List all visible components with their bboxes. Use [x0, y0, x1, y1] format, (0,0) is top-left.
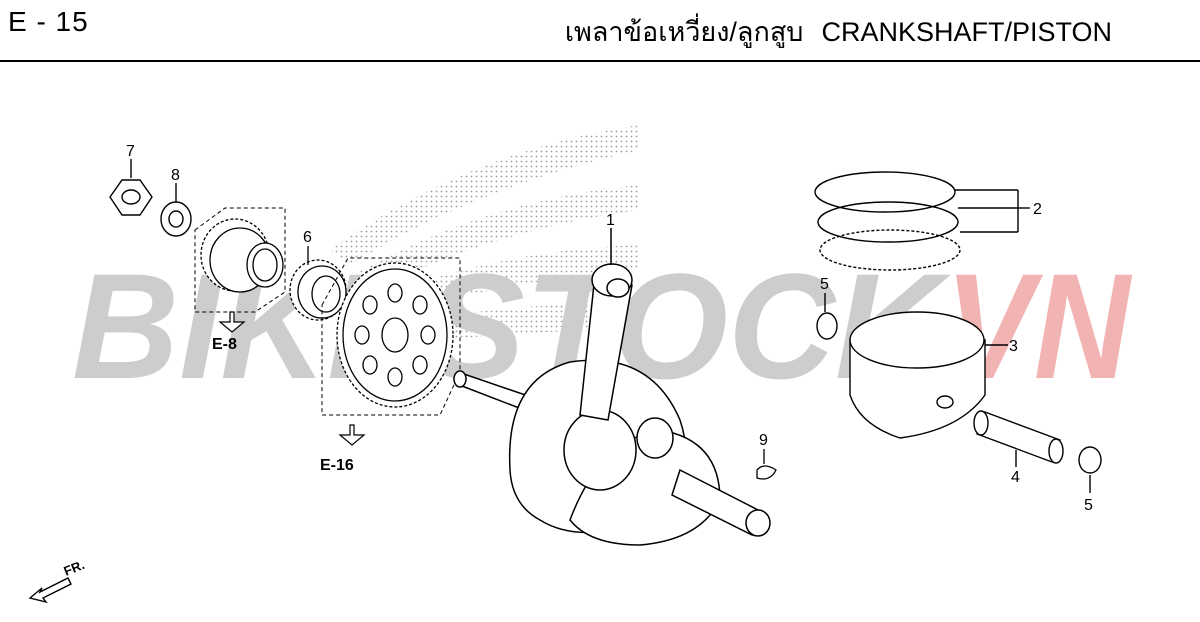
- callout-2: 2: [1033, 201, 1042, 218]
- page-title-thai: เพลาข้อเหวี่ยง/ลูกสูบ: [564, 17, 804, 47]
- front-indicator: FR.: [28, 557, 87, 604]
- clip-left-part: [816, 293, 838, 340]
- piston-rings-part: [814, 171, 1030, 271]
- page-code: E - 15: [8, 6, 89, 37]
- callout-6: 6: [303, 229, 312, 246]
- header: E - 15 เพลาข้อเหวี่ยง/ลูกสูบ CRANKSHAFT/P…: [0, 0, 1200, 60]
- woodruff-key-part: [756, 449, 777, 480]
- callout-5-left: 5: [820, 276, 829, 293]
- crankshaft-part: [453, 228, 771, 546]
- callout-1: 1: [606, 212, 615, 229]
- header-divider: [0, 60, 1200, 62]
- timing-gear-assembly: E-8: [194, 207, 286, 353]
- front-indicator-label: FR.: [62, 557, 87, 579]
- page-title: เพลาข้อเหวี่ยง/ลูกสูบ CRANKSHAFT/PISTON: [547, 10, 1112, 53]
- callout-8: 8: [171, 167, 180, 184]
- parts-diagram: BIKESTOCK VN E-8: [28, 125, 1132, 604]
- callout-7: 7: [126, 143, 135, 160]
- piston-pin-part: [973, 410, 1064, 467]
- clip-right-part: [1078, 446, 1102, 493]
- primary-gear-assembly: E-16: [320, 257, 461, 474]
- ref-e16: E-16: [320, 457, 354, 474]
- callout-3: 3: [1009, 338, 1018, 355]
- page-title-english: CRANKSHAFT/PISTON: [821, 17, 1112, 47]
- ref-e8: E-8: [212, 336, 237, 353]
- piston-part: [849, 311, 1008, 439]
- callout-4: 4: [1011, 469, 1020, 486]
- nut-part: [109, 159, 153, 216]
- callout-5-right: 5: [1084, 497, 1093, 514]
- callout-9: 9: [759, 432, 768, 449]
- washer-part: [160, 183, 192, 237]
